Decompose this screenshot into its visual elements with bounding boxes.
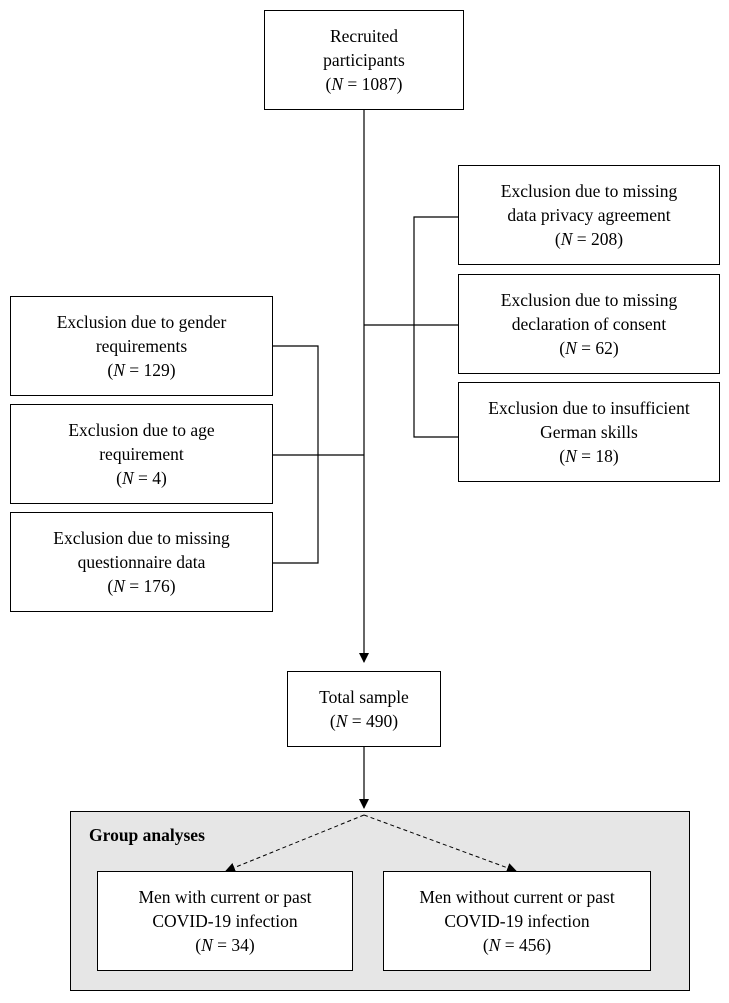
exclusion-questionnaire-box: Exclusion due to missing questionnaire d… [10,512,273,612]
privacy-line-2: data privacy agreement [507,205,671,225]
without-covid-line-2: COVID-19 infection [444,911,590,931]
privacy-n: (N = 208) [554,229,624,249]
without-covid-box: Men without current or past COVID-19 inf… [383,871,651,971]
exclusion-age-box: Exclusion due to age requirement (N = 4) [10,404,273,504]
german-n: (N = 18) [559,446,619,466]
gender-line-1: Exclusion due to gender [56,312,227,332]
total-n: (N = 490) [329,711,399,731]
questionnaire-line-1: Exclusion due to missing [53,528,230,548]
recruited-participants-box: Recruited participants (N = 1087) [264,10,464,110]
recruited-line-2: participants [323,50,405,70]
with-covid-line-2: COVID-19 infection [152,911,298,931]
exclusion-german-box: Exclusion due to insufficient German ski… [458,382,720,482]
without-covid-line-1: Men without current or past [419,887,615,907]
age-line-1: Exclusion due to age [68,420,215,440]
right-bracket [413,216,458,438]
exclusion-privacy-box: Exclusion due to missing data privacy ag… [458,165,720,265]
exclusion-consent-box: Exclusion due to missing declaration of … [458,274,720,374]
consent-line-2: declaration of consent [511,314,667,334]
with-covid-box: Men with current or past COVID-19 infect… [97,871,353,971]
age-line-2: requirement [99,444,184,464]
questionnaire-n: (N = 176) [107,576,176,596]
recruited-n: (N = 1087) [325,74,403,94]
questionnaire-line-2: questionnaire data [77,552,206,572]
dashed-arrow-with-covid [225,814,365,873]
total-line-1: Total sample [319,687,409,707]
dashed-arrow-without-covid [363,814,517,873]
gender-line-2: requirements [95,336,188,356]
group-analyses-title: Group analyses [89,825,205,845]
german-line-2: German skills [540,422,638,442]
gender-n: (N = 129) [107,360,176,380]
german-line-1: Exclusion due to insufficient [488,398,690,418]
total-sample-box: Total sample (N = 490) [287,671,441,747]
with-covid-n: (N = 34) [195,935,255,955]
consent-line-1: Exclusion due to missing [500,290,678,310]
with-covid-line-1: Men with current or past [138,887,312,907]
age-n: (N = 4) [116,468,167,488]
privacy-line-1: Exclusion due to missing [500,181,678,201]
consent-n: (N = 62) [559,338,619,358]
recruited-line-1: Recruited [329,26,399,46]
without-covid-n: (N = 456) [482,935,552,955]
exclusion-gender-box: Exclusion due to gender requirements (N … [10,296,273,396]
